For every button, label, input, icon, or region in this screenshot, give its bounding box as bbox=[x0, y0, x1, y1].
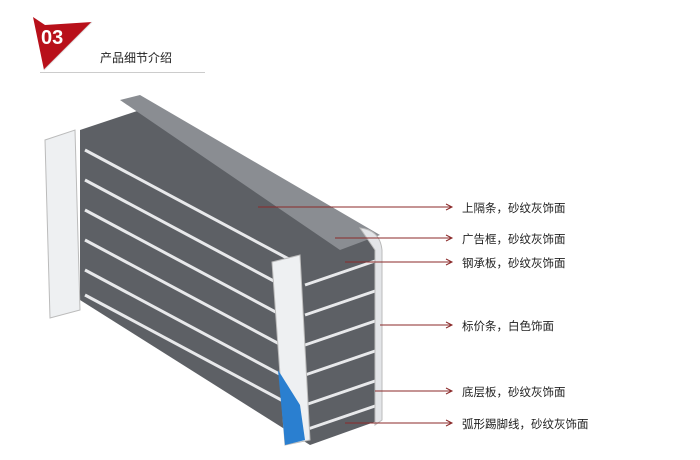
page-title: 产品细节介绍 bbox=[100, 51, 173, 65]
badge-triangle bbox=[33, 17, 92, 70]
shelf-boards bbox=[84, 148, 379, 432]
end-panel-blue-graphic bbox=[278, 370, 305, 445]
callout-steel-board: 钢承板，砂纹灰饰面 bbox=[462, 256, 566, 270]
callout-top-divider: 上隔条，砂纹灰饰面 bbox=[462, 201, 566, 215]
callout-leaders bbox=[258, 203, 454, 427]
left-end-panel bbox=[44, 129, 81, 319]
callout-ad-frame: 广告框，砂纹灰饰面 bbox=[462, 232, 566, 246]
callout-price-strip: 标价条，白色饰面 bbox=[462, 319, 554, 333]
title-divider bbox=[40, 72, 205, 73]
section-badge bbox=[33, 17, 93, 71]
callout-kick-plate: 弧形踢脚线，砂纹灰饰面 bbox=[462, 417, 589, 431]
callout-bottom-board: 底层板，砂纹灰饰面 bbox=[462, 385, 566, 399]
section-number: 03 bbox=[41, 27, 64, 49]
top-rail bbox=[120, 95, 380, 250]
